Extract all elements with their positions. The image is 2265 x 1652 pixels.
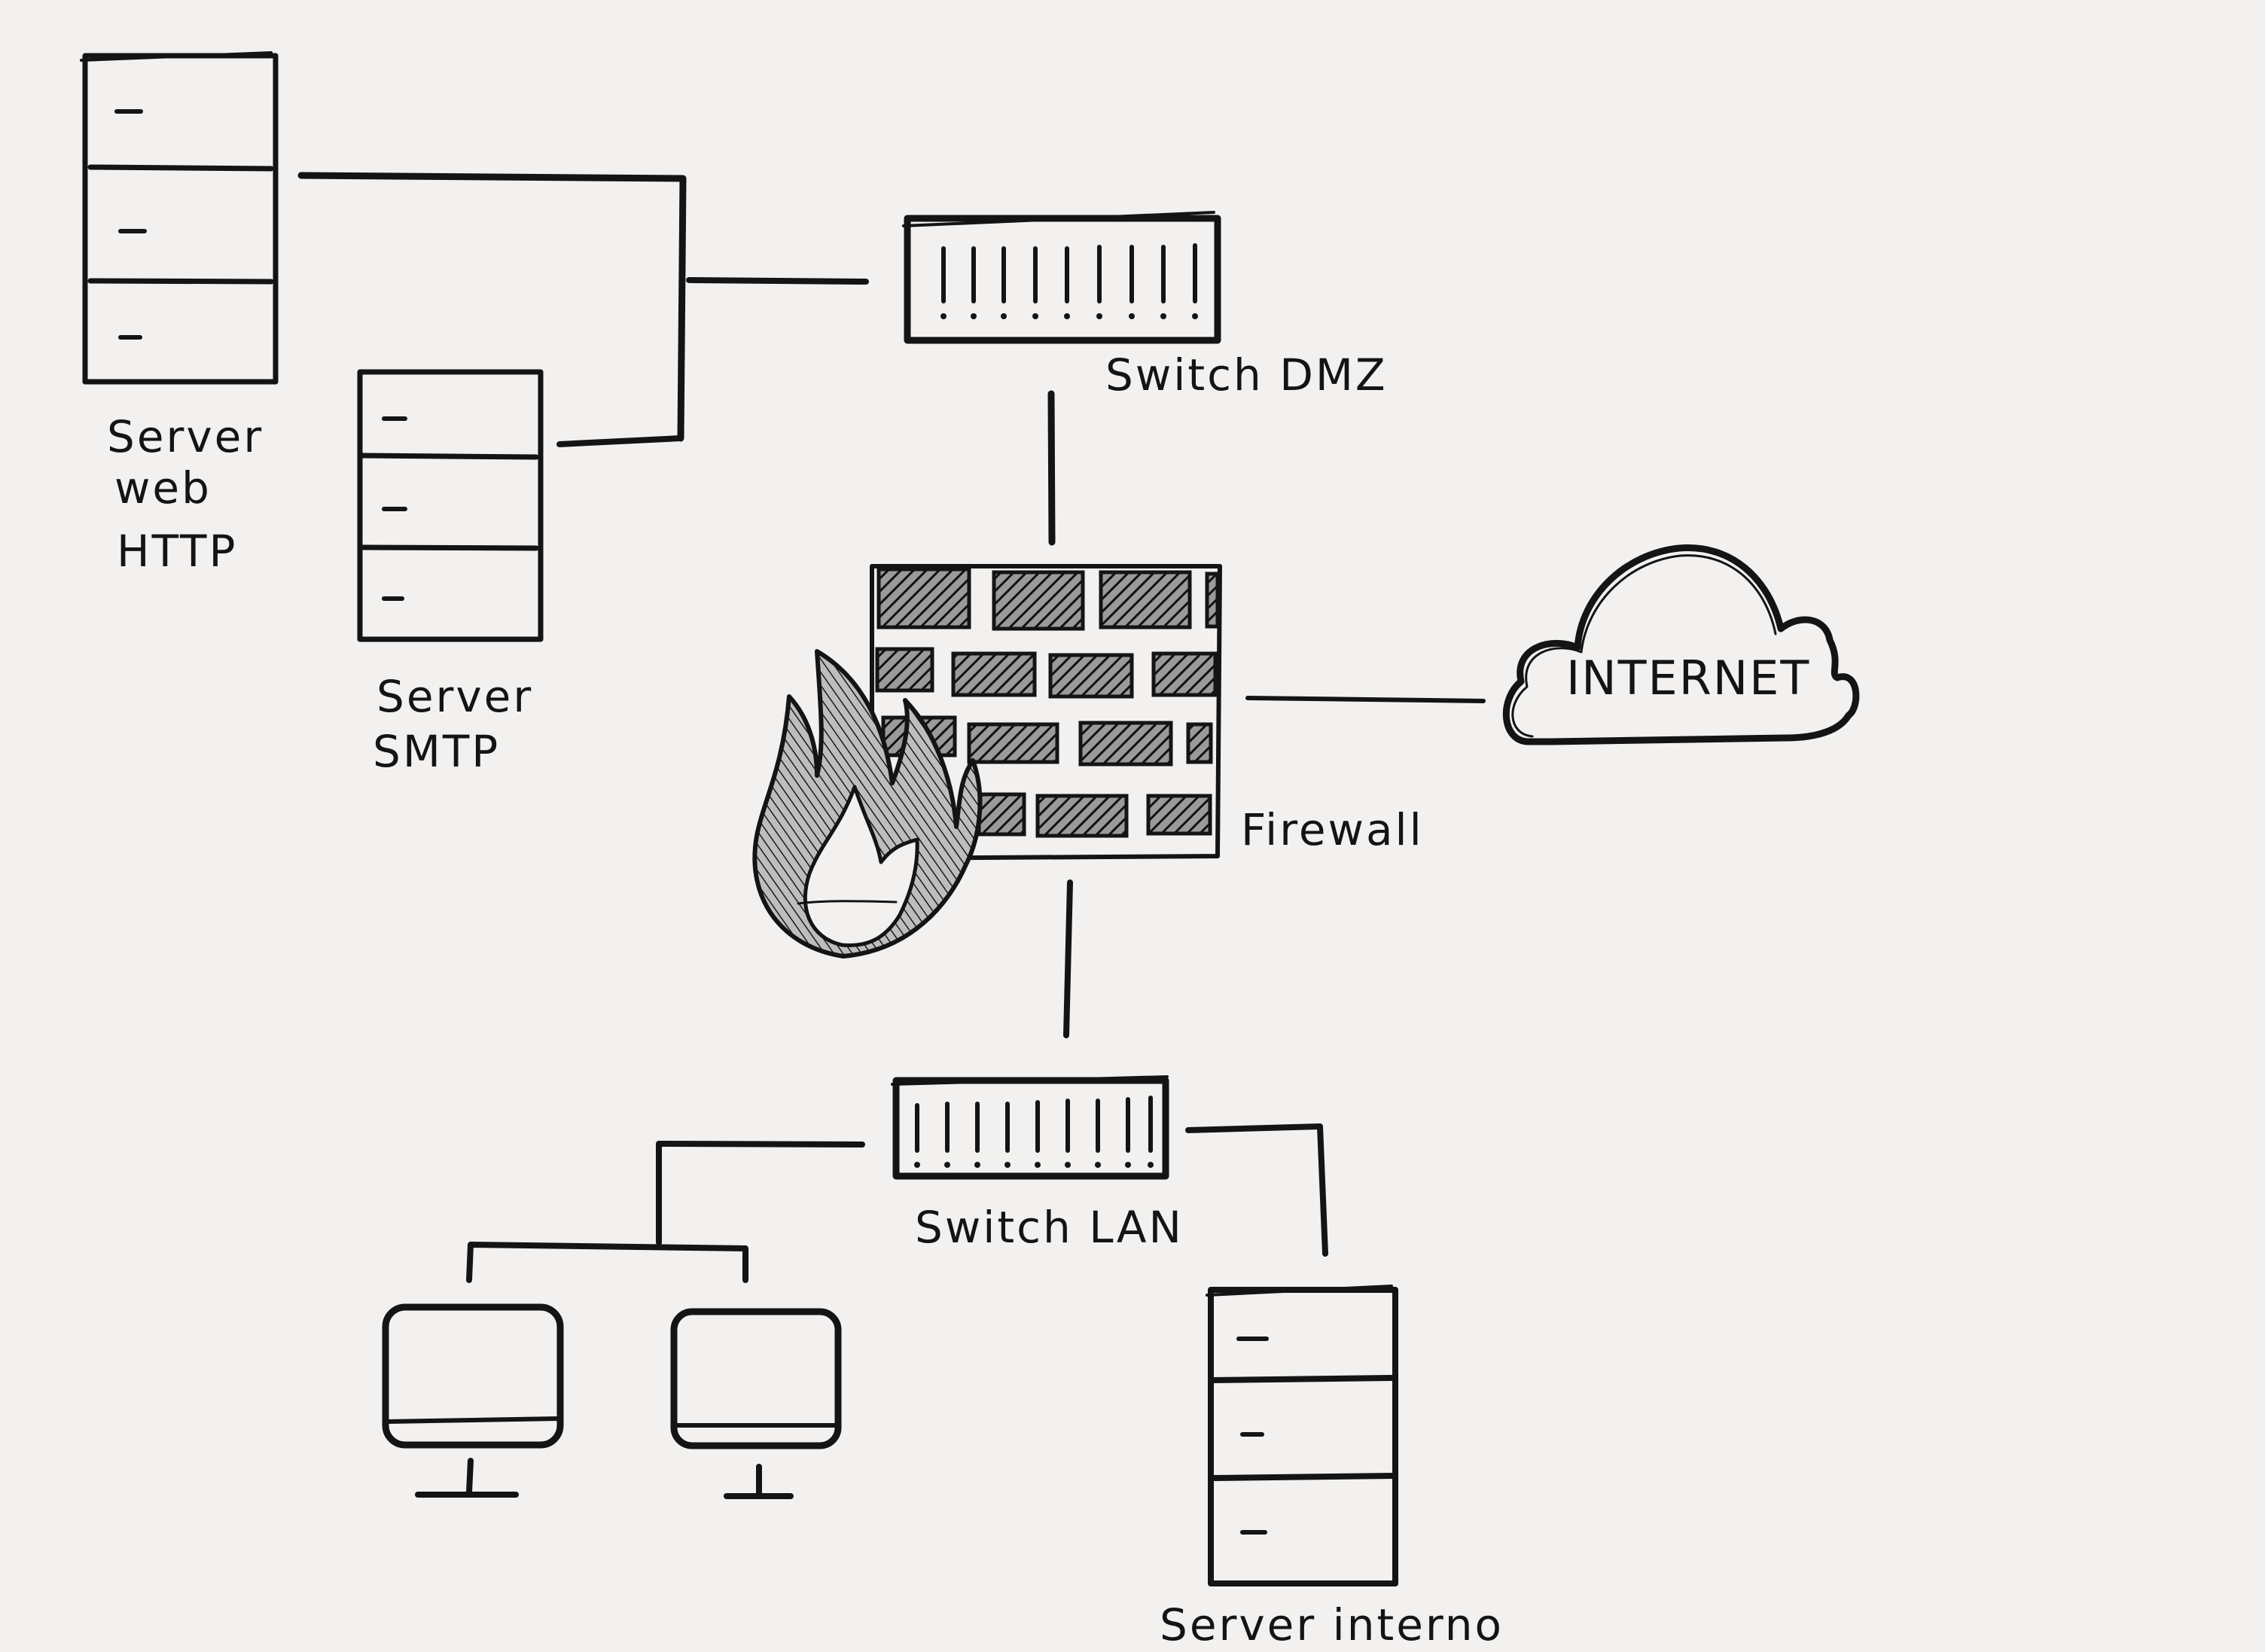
- edge-switch-lan-to-pcs: [656, 1141, 865, 1245]
- server-smtp-label-line-2: SMTP: [373, 726, 500, 777]
- server-interno-icon: [1206, 1285, 1398, 1586]
- edge-firewall-to-switch-lan: [1063, 879, 1073, 1038]
- pc-1-node: [382, 1303, 564, 1498]
- desktop-monitor-icon: [382, 1303, 564, 1498]
- server-web-icon: [80, 51, 279, 385]
- cloud-icon: [1502, 544, 1860, 745]
- switch-lan-icon: [891, 1075, 1169, 1180]
- server-web-label-line-3: HTTP: [117, 526, 237, 577]
- server-smtp-node: Server SMTP: [357, 369, 544, 777]
- switch-lan-node: Switch LAN: [891, 1075, 1184, 1253]
- switch-lan-ports: [915, 1096, 1153, 1153]
- server-interno-label: Server interno: [1160, 1599, 1504, 1650]
- edge-switch-lan-to-server-interno: [1185, 1123, 1328, 1257]
- edge-switch-dmz-to-firewall: [1047, 390, 1056, 546]
- edge-firewall-to-internet: [1245, 696, 1486, 703]
- server-smtp-label-line-1: Server: [376, 671, 533, 722]
- switch-dmz-ports: [941, 243, 1197, 303]
- server-interno-node: Server interno: [1160, 1285, 1504, 1650]
- firewall-node: Firewall: [752, 564, 1424, 959]
- firewall-icon: [752, 564, 1222, 959]
- server-web-node: Server web HTTP: [80, 51, 279, 577]
- switch-dmz-port-leds: [940, 313, 1198, 319]
- pc-2-node: [670, 1308, 842, 1499]
- edge-dmz-bus-to-switch-dmz: [686, 277, 869, 285]
- firewall-label: Firewall: [1241, 804, 1424, 855]
- switch-lan-port-leds: [914, 1162, 1154, 1168]
- switch-dmz-node: Switch DMZ: [902, 211, 1388, 401]
- internet-node: INTERNET: [1502, 544, 1860, 745]
- flame-icon: [752, 649, 983, 959]
- server-web-label-line-1: Server: [107, 411, 264, 462]
- edge-pcs-branch: [466, 1242, 748, 1283]
- edge-server-web-to-dmz-bus: [297, 172, 687, 442]
- server-web-label-line-2: web: [114, 462, 212, 514]
- switch-lan-label: Switch LAN: [915, 1202, 1184, 1253]
- connections: [297, 172, 1486, 1283]
- edge-server-smtp-to-dmz-bus: [556, 435, 684, 447]
- server-smtp-icon: [357, 369, 544, 642]
- switch-dmz-icon: [902, 211, 1221, 344]
- internet-label: INTERNET: [1566, 651, 1810, 706]
- switch-dmz-label: Switch DMZ: [1105, 349, 1388, 401]
- desktop-monitor-icon: [670, 1308, 842, 1499]
